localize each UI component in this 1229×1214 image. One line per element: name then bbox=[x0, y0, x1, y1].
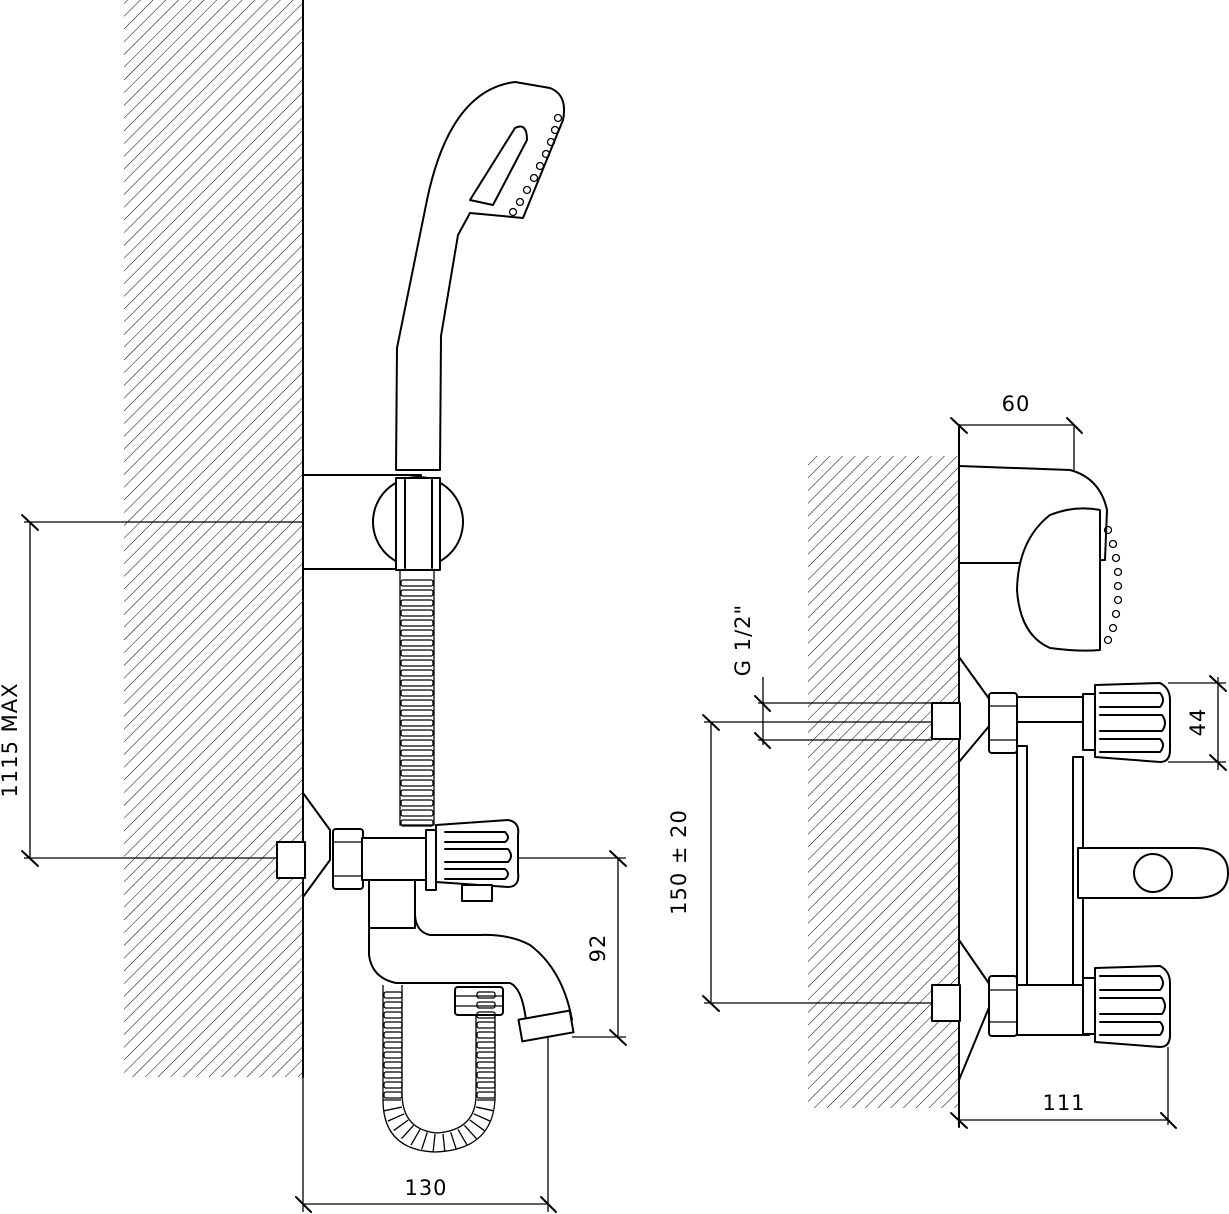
mixer-bar-front bbox=[1016, 745, 1229, 988]
hose-coil bbox=[383, 1021, 403, 1029]
dim-outlet-depth: 60 bbox=[1002, 392, 1031, 416]
dim-center-distance: 150 ± 20 bbox=[667, 809, 691, 915]
hose-coil bbox=[400, 639, 434, 647]
hose-coil bbox=[400, 649, 434, 657]
hose-coil bbox=[476, 1021, 496, 1029]
hose-coil bbox=[400, 619, 434, 627]
hose-coil bbox=[442, 1133, 446, 1152]
dim-projection: 130 bbox=[404, 1176, 447, 1200]
hose-coil bbox=[400, 669, 434, 677]
hose-coil bbox=[393, 1119, 409, 1132]
hose-coil bbox=[476, 1051, 496, 1059]
hose-coil bbox=[383, 991, 403, 999]
dim-thread: G 1/2" bbox=[731, 604, 755, 676]
hose-coil bbox=[400, 579, 434, 587]
hose-coil bbox=[383, 1061, 403, 1069]
hose-coil bbox=[383, 1091, 403, 1099]
hose-coil bbox=[400, 709, 434, 717]
hose-coil bbox=[400, 659, 434, 667]
wall-bracket bbox=[302, 474, 464, 571]
hose-coil bbox=[400, 799, 434, 807]
hose-coil bbox=[476, 1061, 496, 1069]
hose-coil bbox=[400, 629, 434, 637]
hose-coil bbox=[476, 1041, 496, 1049]
hose-coil bbox=[383, 1071, 403, 1079]
upper-valve-front bbox=[931, 656, 1171, 763]
side-view: 1115 MAX 92 130 bbox=[0, 0, 627, 1213]
hose-coil bbox=[400, 699, 434, 707]
dim-width: 111 bbox=[1042, 1091, 1085, 1115]
mixer-body-side bbox=[276, 792, 575, 1043]
hose-coil bbox=[476, 1001, 496, 1009]
hose-coil bbox=[450, 1132, 457, 1150]
hose-coil bbox=[469, 1119, 485, 1132]
front-view: 60 G 1/2" 44 150 ± 20 111 bbox=[667, 392, 1229, 1129]
dimension-lines-front bbox=[702, 417, 1227, 1129]
hose-coil bbox=[476, 1031, 496, 1039]
hose-coil bbox=[400, 819, 434, 827]
shower-outlet-front bbox=[958, 465, 1123, 652]
shower-nozzles-front bbox=[1103, 525, 1123, 645]
hose-coil bbox=[421, 1132, 428, 1150]
hose-coil bbox=[400, 689, 434, 697]
hose-coil bbox=[400, 779, 434, 787]
hose-coil bbox=[383, 1031, 403, 1039]
hose-coil bbox=[476, 1011, 496, 1019]
hose-coil bbox=[400, 769, 434, 777]
hose-coil bbox=[400, 789, 434, 797]
hose-coil bbox=[410, 1129, 421, 1146]
hose-coil bbox=[400, 729, 434, 737]
hose-coil bbox=[476, 1106, 494, 1112]
wall-hatch-left bbox=[124, 0, 302, 1077]
shower-hose-loop bbox=[382, 985, 496, 1153]
shower-hose bbox=[399, 569, 435, 827]
hose-coil bbox=[473, 1113, 491, 1122]
hose-coil bbox=[476, 1081, 496, 1089]
hose-coil bbox=[387, 1113, 405, 1122]
hose-coil bbox=[400, 609, 434, 617]
hose-coil bbox=[476, 1071, 496, 1079]
hose-coil bbox=[401, 1124, 415, 1140]
hose-coil bbox=[384, 1106, 402, 1112]
dim-spout-drop: 92 bbox=[586, 934, 610, 963]
hose-coil bbox=[383, 1011, 403, 1019]
hose-coil bbox=[400, 719, 434, 727]
shower-nozzles-side bbox=[508, 113, 563, 217]
dimension-lines-side bbox=[21, 514, 627, 1213]
hose-coil bbox=[383, 1041, 403, 1049]
hose-coil bbox=[383, 1051, 403, 1059]
hose-coil bbox=[400, 739, 434, 747]
dim-handle-height: 44 bbox=[1186, 708, 1210, 737]
hose-coil bbox=[400, 749, 434, 757]
hose-coil bbox=[400, 599, 434, 607]
hose-coil bbox=[476, 991, 496, 999]
hose-coil bbox=[400, 679, 434, 687]
hose-coil bbox=[476, 1091, 496, 1099]
hose-coil bbox=[400, 589, 434, 597]
hose-coil bbox=[432, 1133, 436, 1152]
hose-coil bbox=[457, 1129, 468, 1146]
hose-coil bbox=[383, 1081, 403, 1089]
lower-valve-front bbox=[931, 939, 1171, 1081]
hose-coil bbox=[383, 1001, 403, 1009]
hose-coil bbox=[400, 809, 434, 817]
hose-coil bbox=[400, 759, 434, 767]
hand-shower bbox=[395, 81, 566, 471]
hose-coil bbox=[463, 1124, 477, 1140]
dim-height-max: 1115 MAX bbox=[0, 683, 22, 798]
